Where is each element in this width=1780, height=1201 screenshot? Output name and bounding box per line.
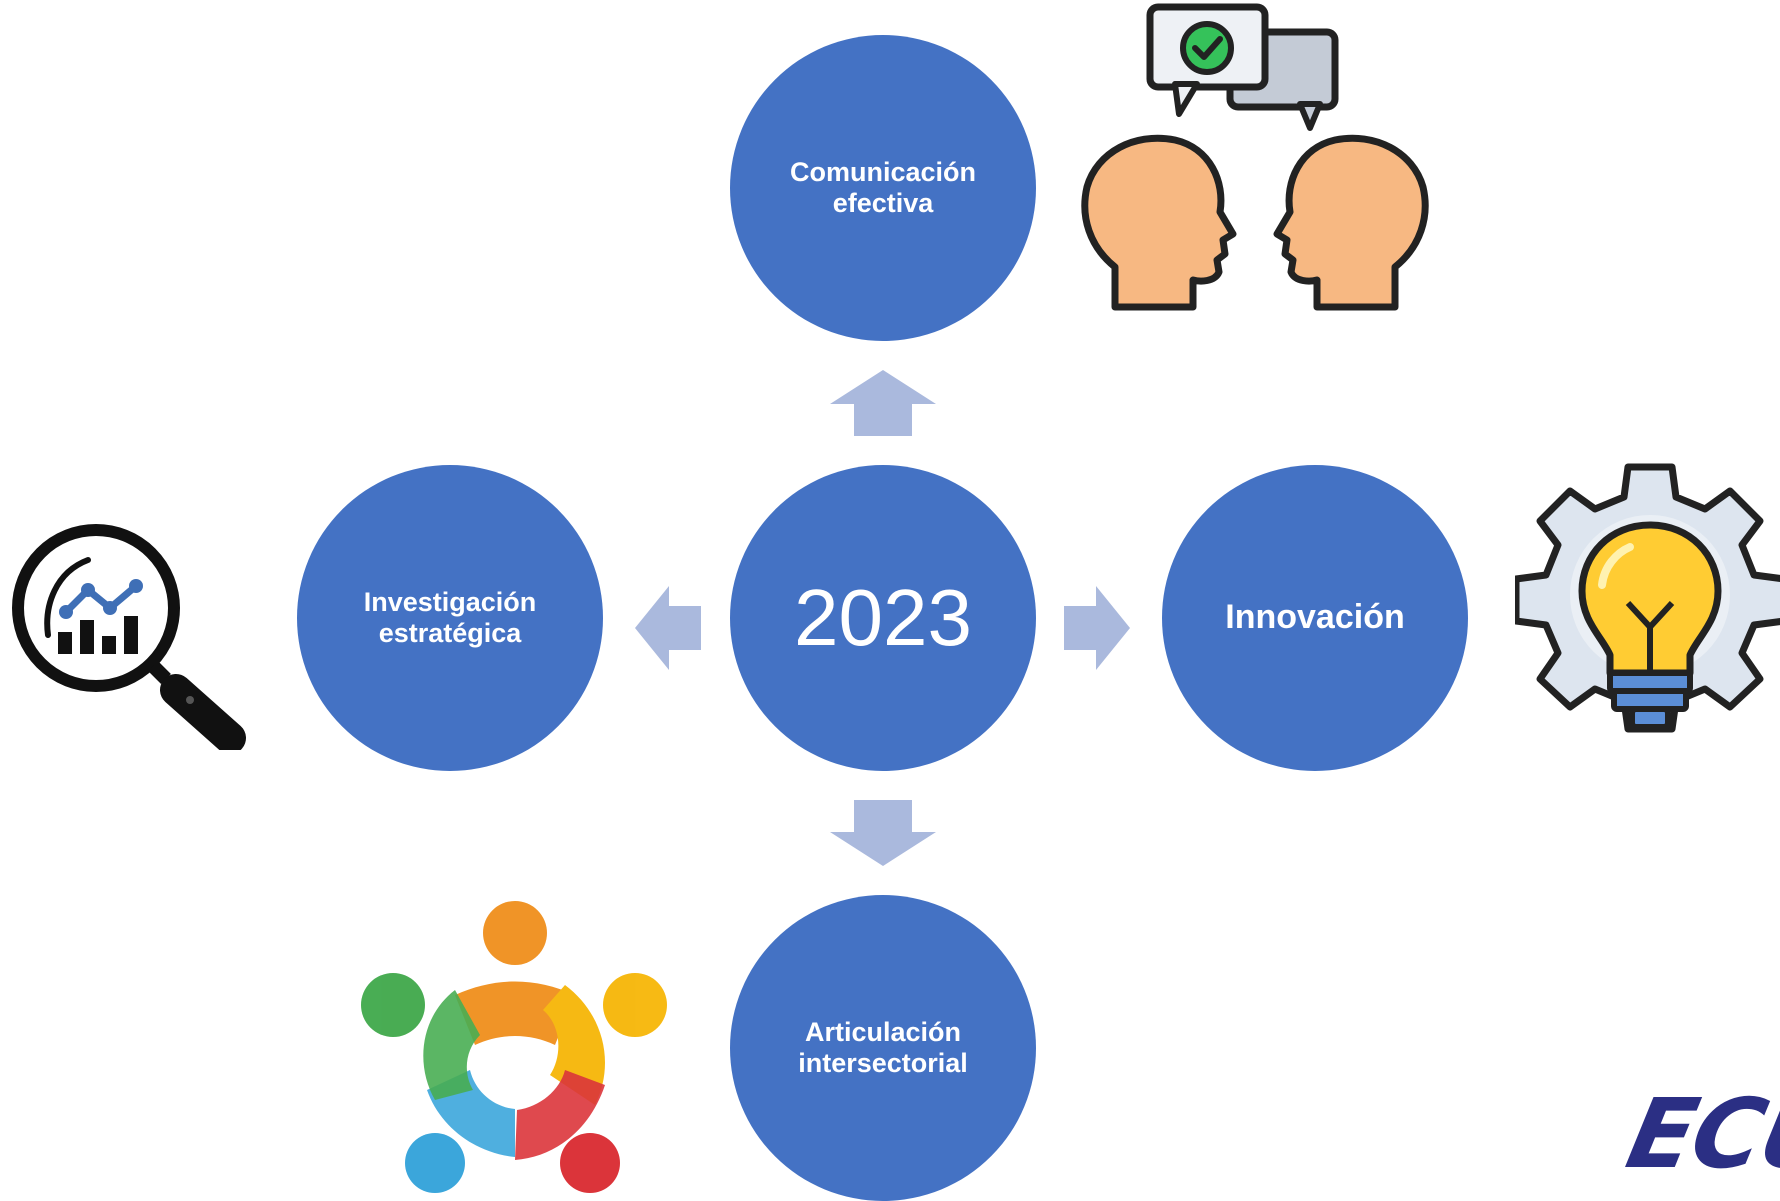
magnifier-chart-icon	[12, 524, 246, 750]
center-label: 2023	[794, 573, 972, 662]
arrow-down	[830, 800, 936, 866]
people-circle-logo-icon	[361, 901, 667, 1193]
node-label: Innovación	[1225, 598, 1405, 637]
arrow-right	[1064, 586, 1130, 670]
lightbulb-gear-icon	[1515, 463, 1780, 733]
center-node-year: 2023	[730, 465, 1036, 771]
node-articulacion-intersectorial: Articulación intersectorial	[730, 895, 1036, 1201]
node-innovacion: Innovación	[1162, 465, 1468, 771]
node-label: Investigación estratégica	[363, 586, 537, 648]
node-label: Articulación intersectorial	[798, 1016, 968, 1078]
two-heads-conversation-icon	[1081, 3, 1429, 311]
node-label: Comunicación efectiva	[789, 156, 977, 218]
arrow-up	[830, 370, 936, 436]
node-comunicacion-efectiva: Comunicación efectiva	[730, 35, 1036, 341]
logo-text: ECU	[1618, 1078, 1780, 1190]
node-investigacion-estrategica: Investigación estratégica	[297, 465, 603, 771]
arrow-left	[635, 586, 701, 670]
